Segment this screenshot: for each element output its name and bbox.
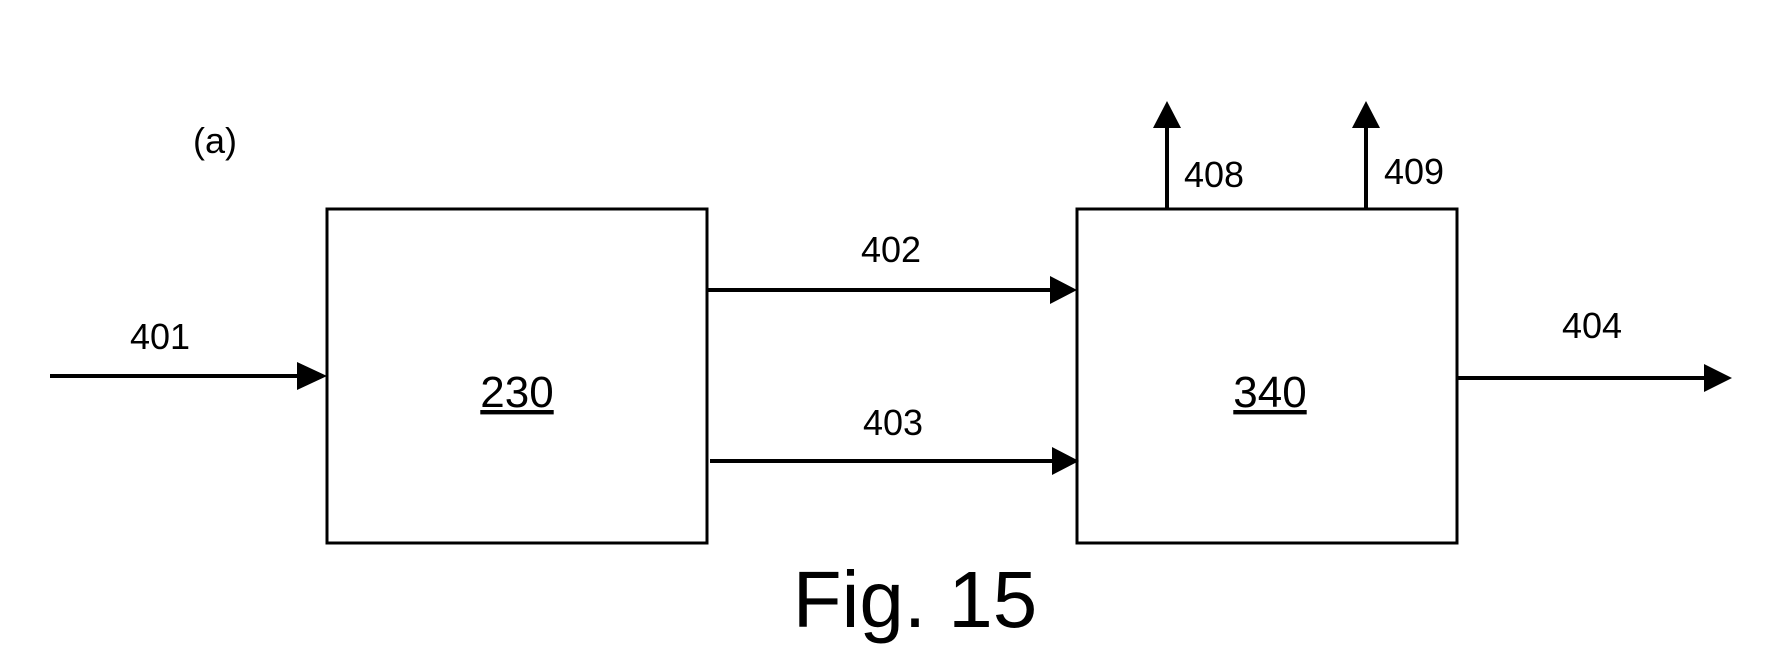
- arrow-404-label: 404: [1562, 305, 1622, 346]
- arrow-402-label: 402: [861, 229, 921, 270]
- arrow-401: [50, 362, 327, 390]
- block-340-label: 340: [1233, 368, 1306, 417]
- block-230-label: 230: [480, 368, 553, 417]
- arrow-402: [707, 276, 1077, 304]
- arrow-404: [1457, 364, 1732, 392]
- arrow-408: [1153, 101, 1181, 209]
- arrow-401-label: 401: [130, 316, 190, 357]
- figure-caption: Fig. 15: [793, 555, 1038, 644]
- arrow-408-label: 408: [1184, 154, 1244, 195]
- arrow-409-label: 409: [1384, 151, 1444, 192]
- arrow-403-label: 403: [863, 402, 923, 443]
- arrow-409: [1352, 101, 1380, 209]
- panel-label: (a): [193, 120, 237, 161]
- arrow-403: [710, 447, 1079, 475]
